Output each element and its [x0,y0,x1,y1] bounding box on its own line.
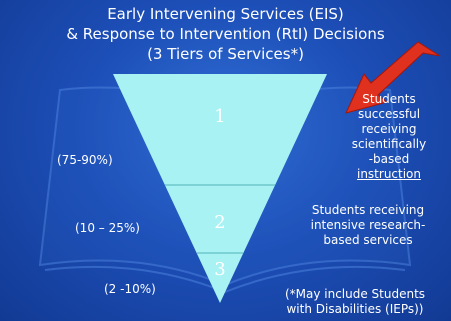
tier-2-number: 2 [214,212,226,233]
tier-1-percent: (75-90%) [57,153,113,167]
title-line-2: & Response to Intervention (RtI) Decisio… [66,25,385,43]
tier-1-desc-line-5: -based [368,152,410,166]
title-line-1: Early Intervening Services (EIS) [107,5,344,23]
footnote-line-2: with Disabilities (IEPs)) [286,302,424,316]
tier-1-desc-line-4: scientifically [351,137,427,151]
tier-1-description: Students successful receiving scientific… [330,92,448,182]
tier-2-description: Students receiving intensive research- b… [288,203,448,248]
tier-3-number: 3 [214,259,226,280]
funnel-triangle [113,74,327,303]
tier-3-percent: (2 -10%) [104,282,156,296]
tier-1-desc-line-2: successful [357,107,421,121]
tier-2-desc-line-2: intensive research- [310,218,426,232]
tier-2-desc-line-3: based services [323,233,413,247]
footnote: (*May include Students with Disabilities… [262,287,448,317]
tier-2-desc-line-1: Students receiving [311,203,425,217]
title-line-3: (3 Tiers of Services*) [147,45,304,63]
tier-1-desc-line-6: instruction [356,167,422,181]
tier-2-percent: (10 – 25%) [75,221,140,235]
tier-1-number: 1 [214,106,226,127]
tier-1-desc-line-1: Students [362,92,416,106]
slide-title: Early Intervening Services (EIS) & Respo… [0,4,451,64]
red-arrow-icon [345,41,441,114]
tier-funnel [113,74,327,303]
tier-1-desc-line-3: receiving [361,122,417,136]
footnote-line-1: (*May include Students [284,287,426,301]
